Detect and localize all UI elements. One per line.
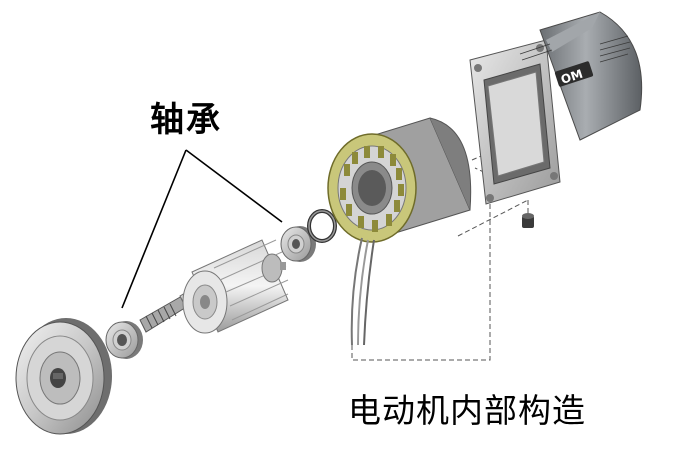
lead-wires: [350, 237, 375, 346]
front-bearing: [105, 321, 143, 359]
bearing-label: 轴承: [150, 100, 222, 140]
diagram-title: 电动机内部构造: [348, 391, 586, 430]
stator: [327, 117, 472, 243]
rotor: [182, 239, 289, 334]
wave-washer: [307, 209, 337, 243]
bearing-leader-lines: [121, 149, 283, 309]
pulley: [15, 318, 112, 435]
motor-case: OM: [469, 11, 643, 205]
rear-bearing: [280, 226, 316, 262]
screw: [522, 213, 534, 228]
brand-logo: OM: [559, 67, 584, 87]
